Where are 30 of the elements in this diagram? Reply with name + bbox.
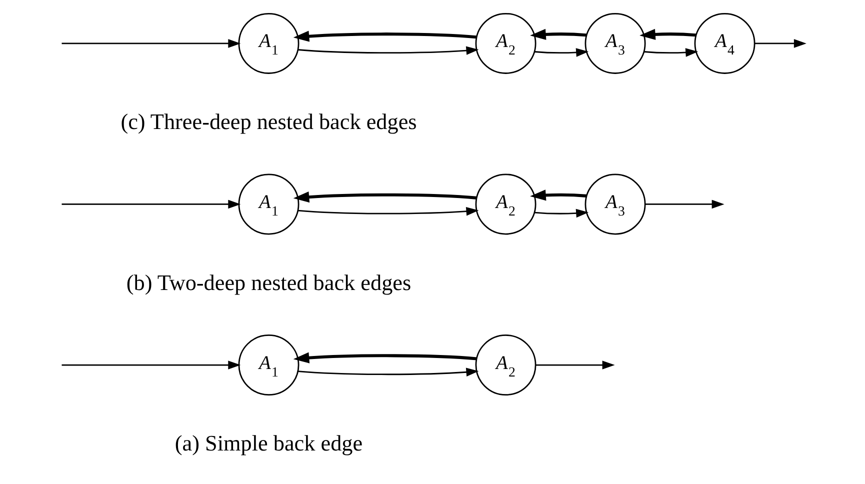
label: (b) Two-deep nested back edges (126, 270, 411, 295)
node-circle: A$_{1}$ (238, 174, 299, 235)
arrow (61, 200, 240, 209)
node-circle: A$_{1}$ (238, 12, 299, 74)
arrow (639, 28, 696, 40)
node-circle: A$_{2}$ (474, 12, 536, 74)
node-circle: A$_{3}$ (584, 174, 646, 235)
arrow (644, 200, 724, 209)
arrow (530, 28, 586, 40)
label: (a) Simple back edge (174, 430, 362, 456)
label: (c) Three-deep nested back edges (120, 109, 416, 134)
arrow (535, 360, 614, 370)
arrow (297, 368, 478, 376)
arrow (530, 190, 586, 201)
arrow (292, 192, 476, 203)
arrow (61, 360, 240, 370)
arrow (297, 46, 478, 55)
arrow (292, 30, 476, 42)
arrow (534, 208, 588, 218)
node-circle: A$_{1}$ (238, 334, 299, 396)
node-circle: A$_{3}$ (584, 12, 646, 74)
arrow (297, 207, 478, 216)
arrow (534, 48, 588, 57)
arrow (292, 352, 476, 364)
node-circle: A$_{4}$ (694, 12, 755, 74)
node-circle: A$_{2}$ (474, 174, 536, 235)
arrow (61, 39, 240, 48)
arrow (644, 48, 698, 57)
arrow (754, 39, 806, 48)
node-circle: A$_{2}$ (474, 334, 536, 396)
